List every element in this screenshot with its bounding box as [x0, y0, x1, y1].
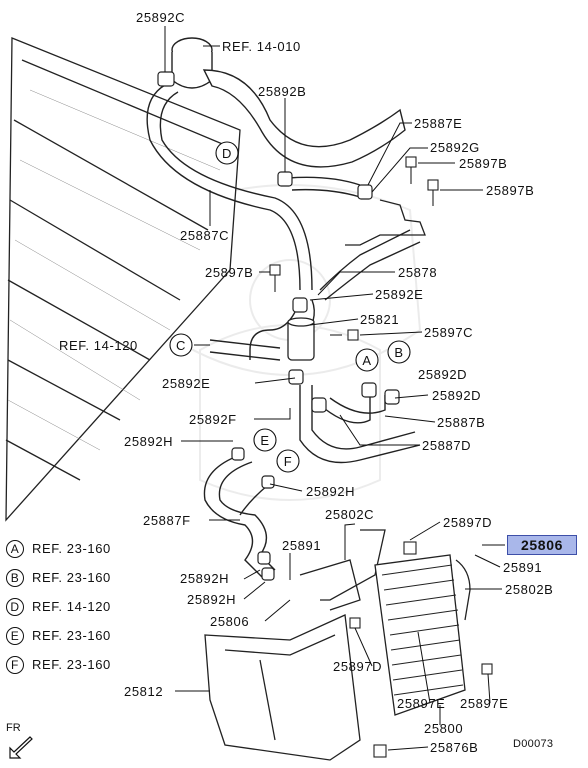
legend-letter: A	[6, 539, 24, 558]
legend-ref: REF. 23-160	[32, 570, 111, 585]
callout-25897d-1: 25897D	[443, 515, 492, 530]
callout-25892c: 25892C	[136, 10, 185, 25]
circle-letter-b	[387, 340, 411, 364]
legend-ref: REF. 23-160	[32, 628, 111, 643]
circle-letter-f	[276, 449, 300, 473]
reservoir-tank	[171, 37, 406, 168]
callout-25887f: 25887F	[143, 513, 191, 528]
legend-letter: F	[6, 655, 24, 674]
callout-labels: 25892C REF. 14-010 25892B 25887E 25892G …	[59, 10, 553, 755]
callout-25878: 25878	[398, 265, 437, 280]
callout-25887c: 25887C	[180, 228, 229, 243]
callout-25887e: 25887E	[414, 116, 462, 131]
circle-letter-d	[215, 141, 239, 165]
letter-c: C	[176, 338, 186, 353]
callout-25806: 25806	[210, 614, 249, 629]
legend-row: B REF. 23-160	[6, 563, 181, 592]
legend-letter: B	[6, 568, 24, 587]
callout-25892d-2: 25892D	[432, 388, 481, 403]
legend-letter: E	[6, 626, 24, 645]
callout-25897d-2: 25897D	[333, 659, 382, 674]
circle-letter-texts: D C A B E F	[176, 146, 403, 469]
callout-25812: 25812	[124, 684, 163, 699]
letter-e: E	[260, 433, 269, 448]
legend-row: E REF. 23-160	[6, 621, 181, 650]
callout-25821: 25821	[360, 312, 399, 327]
hose-lines	[146, 84, 421, 581]
legend-row: F REF. 23-160	[6, 650, 181, 679]
brackets	[299, 199, 471, 621]
callout-25892b: 25892B	[258, 84, 306, 99]
callout-25892h-3: 25892H	[180, 571, 229, 586]
legend-ref: REF. 14-120	[32, 599, 111, 614]
front-direction-arrow	[9, 736, 33, 759]
callout-ref-14-120: REF. 14-120	[59, 338, 138, 353]
legend-ref: REF. 23-160	[32, 541, 111, 556]
reference-legend: A REF. 23-160 B REF. 23-160 D REF. 14-12…	[6, 534, 181, 679]
callout-25802b: 25802B	[505, 582, 553, 597]
circle-letter-a	[355, 348, 379, 372]
leader-lines	[164, 26, 505, 751]
callout-25897e-2: 25897E	[460, 696, 508, 711]
callout-25887d: 25887D	[422, 438, 471, 453]
hose-clamps	[157, 71, 400, 581]
callout-25887b: 25887B	[437, 415, 485, 430]
cooler-cover	[204, 614, 361, 761]
callout-25897e-1: 25897E	[397, 696, 445, 711]
circle-letter-c	[169, 333, 193, 357]
callout-25892d-1: 25892D	[418, 367, 467, 382]
callout-25897b-1: 25897B	[459, 156, 507, 171]
diagram-code: D00073	[513, 738, 554, 750]
legend-row: A REF. 23-160	[6, 534, 181, 563]
callout-25892h-4: 25892H	[187, 592, 236, 607]
callout-25892e-1: 25892E	[375, 287, 423, 302]
callout-25892f: 25892F	[189, 412, 237, 427]
letter-a: A	[362, 353, 371, 368]
circle-letters	[169, 141, 411, 473]
callout-25892h-1: 25892H	[124, 434, 173, 449]
callout-25800: 25800	[424, 721, 463, 736]
legend-ref: REF. 23-160	[32, 657, 111, 672]
direction-label: FR	[6, 722, 21, 734]
callout-25891-1: 25891	[282, 538, 321, 553]
callout-25897b-3: 25897B	[205, 265, 253, 280]
letter-d: D	[222, 146, 232, 161]
radiator	[5, 37, 241, 522]
thermo-valve	[287, 317, 315, 361]
legend-row: D REF. 14-120	[6, 592, 181, 621]
letter-f: F	[284, 454, 293, 469]
highlighted-part-number[interactable]: 25806	[507, 535, 577, 555]
callout-25891-2: 25891	[503, 560, 542, 575]
callout-25897b-2: 25897B	[486, 183, 534, 198]
callout-ref-14-010: REF. 14-010	[222, 39, 301, 54]
callout-25892g: 25892G	[430, 140, 480, 155]
callout-25892e-2: 25892E	[162, 376, 210, 391]
callout-25897c: 25897C	[424, 325, 473, 340]
letter-b: B	[394, 345, 403, 360]
callout-25876b: 25876B	[430, 740, 478, 755]
legend-letter: D	[6, 597, 24, 616]
callout-25802c: 25802C	[325, 507, 374, 522]
callout-25892h-2: 25892H	[306, 484, 355, 499]
oil-cooler	[374, 554, 466, 716]
circle-letter-e	[253, 428, 277, 452]
